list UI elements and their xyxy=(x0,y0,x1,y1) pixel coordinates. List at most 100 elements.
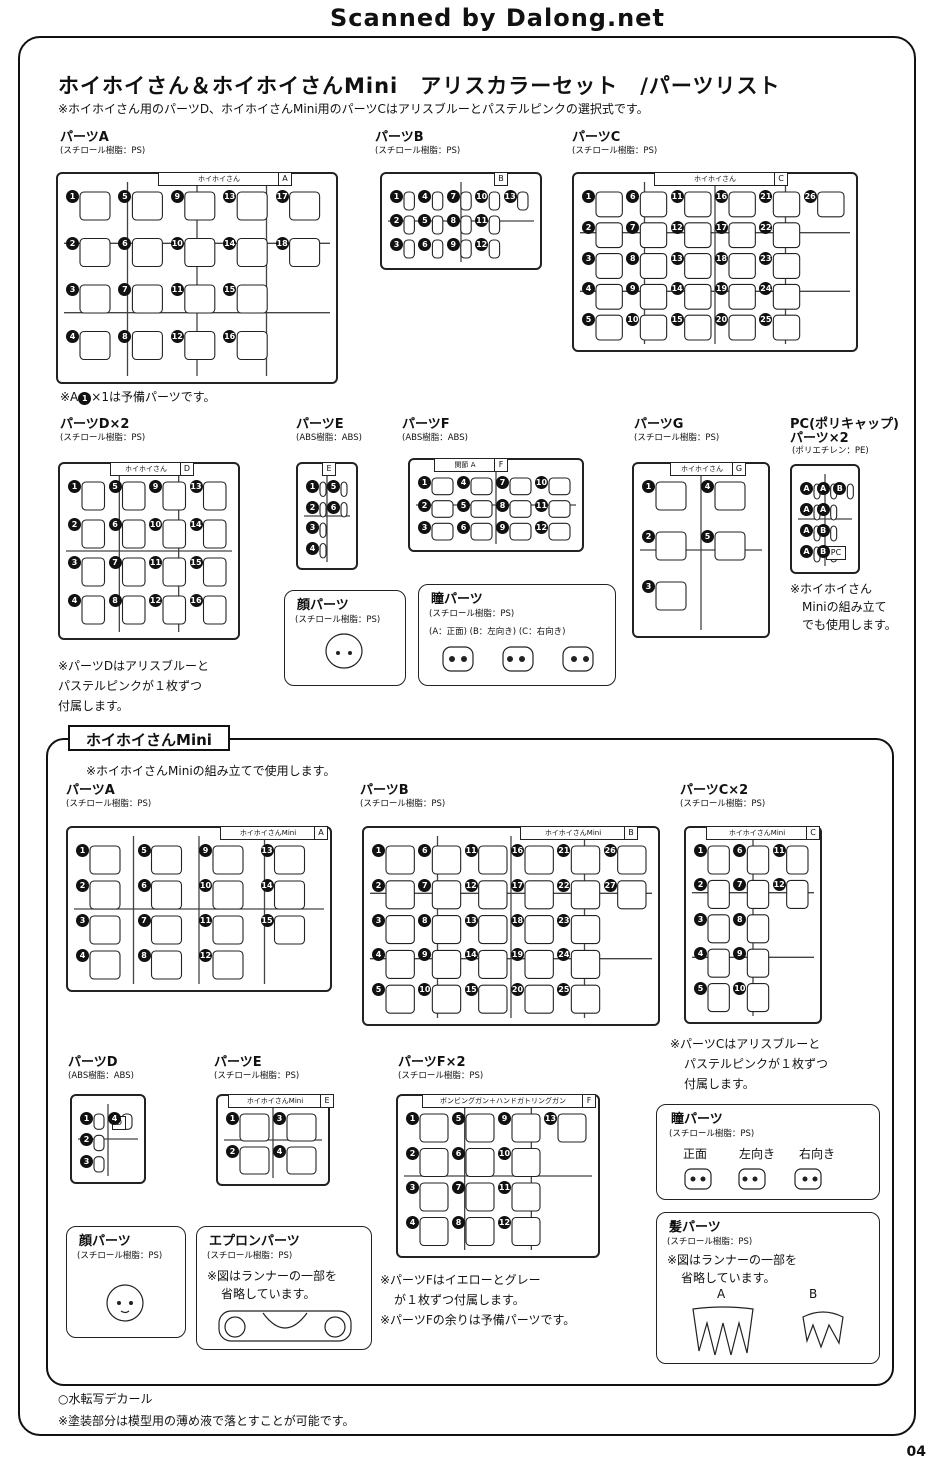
part-shape xyxy=(488,215,501,235)
part-number-marker: 18 xyxy=(511,913,524,927)
part-shape xyxy=(131,284,163,314)
part-shape xyxy=(340,501,348,518)
runner-sprues xyxy=(416,468,576,544)
part-shape xyxy=(273,845,306,875)
part-number-marker: 4 xyxy=(273,1145,286,1158)
part-shape xyxy=(517,191,529,211)
part-shape xyxy=(150,880,183,910)
part-number-marker: 1 xyxy=(306,480,319,493)
part-number-marker: 9 xyxy=(496,521,509,535)
part-shape xyxy=(817,191,845,218)
part-b-material: (スチロール樹脂：PS) xyxy=(375,146,461,156)
part-number-marker: 9 xyxy=(446,238,460,251)
part-shape xyxy=(465,1113,495,1143)
part-number-marker: 4 xyxy=(582,282,595,296)
part-number-marker: 5 xyxy=(582,313,595,327)
part-number-marker: 15 xyxy=(670,313,684,327)
part-shape xyxy=(403,239,415,259)
part-shape xyxy=(319,481,327,498)
part-shape xyxy=(524,915,554,945)
part-number-marker: A xyxy=(800,482,813,495)
part-shape xyxy=(202,481,227,511)
mini-apron-material: (スチロール樹脂：PS) xyxy=(207,1251,293,1261)
part-number-marker: 7 xyxy=(733,878,747,892)
runner-tag: ボンビングガン＋ハンドガトリングガン xyxy=(422,1094,584,1108)
runner-sprues xyxy=(64,182,330,376)
part-number-marker: 16 xyxy=(189,594,203,607)
runner-sprues xyxy=(66,472,232,632)
part-number-marker: 3 xyxy=(66,283,79,296)
part-shape xyxy=(707,845,730,875)
part-shape xyxy=(511,1113,541,1143)
part-number-marker: 1 xyxy=(418,476,431,489)
part-number-marker: 13 xyxy=(260,844,274,857)
part-shape xyxy=(403,215,415,235)
part-shape xyxy=(403,191,415,211)
mini-f-note-line-3: ※パーツFの余りは予備パーツです。 xyxy=(380,1313,576,1327)
part-number-marker: 4 xyxy=(68,594,81,607)
mini-c-color-note: ※パーツCはアリスブルーと パステルピンクが１枚ずつ 付属します。 xyxy=(670,1034,828,1094)
runner-letter: G xyxy=(732,462,746,476)
mini-part-c-material: (スチロール樹脂：PS) xyxy=(680,799,766,809)
part-shape xyxy=(728,222,756,249)
mini-pupil-caption-left: 左向き xyxy=(739,1147,776,1161)
part-shape xyxy=(431,522,454,541)
part-shape xyxy=(478,984,508,1014)
mini-part-d-material: (ABS樹脂：ABS) xyxy=(68,1071,134,1081)
part-shape xyxy=(81,481,106,511)
part-number-marker: A xyxy=(816,482,830,495)
part-shape xyxy=(150,845,183,875)
mini-part-f-material: (スチロール樹脂：PS) xyxy=(398,1071,484,1081)
part-shape xyxy=(570,880,601,910)
part-shape xyxy=(121,519,146,549)
part-shape xyxy=(746,879,770,909)
part-e-material: (ABS樹脂：ABS) xyxy=(296,433,362,443)
part-shape xyxy=(772,191,801,218)
decal-note: ○水転写デカール xyxy=(58,1392,153,1406)
part-shape xyxy=(212,880,244,910)
part-number-marker: 1 xyxy=(226,1112,239,1125)
part-number-marker: 9 xyxy=(418,948,432,962)
part-number-marker: 1 xyxy=(68,480,81,493)
part-number-marker: 18 xyxy=(715,251,728,265)
part-shape xyxy=(431,500,454,518)
part-number-marker: 5 xyxy=(701,530,714,543)
part-number-marker: 4 xyxy=(418,190,432,203)
runner-letter: E xyxy=(322,462,336,476)
part-shape xyxy=(772,283,801,310)
part-shape xyxy=(150,915,183,945)
part-shape xyxy=(289,237,321,268)
part-number-marker: 13 xyxy=(670,251,684,265)
runner-sprues xyxy=(388,182,534,262)
mini-part-a-material: (スチロール樹脂：PS) xyxy=(66,799,152,809)
part-pc-label: PC(ポリキャップ) xyxy=(790,417,899,432)
part-shape xyxy=(340,481,348,498)
part-shape xyxy=(465,1182,495,1212)
part-number-marker: 3 xyxy=(390,238,403,251)
part-number-marker: 4 xyxy=(457,476,470,489)
part-shape xyxy=(431,477,454,496)
part-number-marker: 15 xyxy=(189,556,203,569)
part-shape xyxy=(236,284,268,314)
runner-sprues xyxy=(692,836,814,1016)
part-number-marker: 12 xyxy=(772,878,786,892)
part-shape xyxy=(431,984,462,1014)
paint-note: ※塗装部分は模型用の薄め液で落とすことが可能です。 xyxy=(58,1414,355,1428)
part-shape xyxy=(236,330,268,361)
part-shape xyxy=(273,880,306,910)
part-shape xyxy=(830,525,838,542)
part-shape xyxy=(150,950,183,980)
part-number-marker: 10 xyxy=(733,981,747,995)
part-number-marker: 8 xyxy=(137,949,151,962)
face-parts-box: 顔パーツ (スチロール樹脂：PS) xyxy=(284,590,406,686)
part-number-marker: 10 xyxy=(199,879,212,892)
runner-tag: ホイホイさん xyxy=(158,172,280,186)
part-shape xyxy=(786,845,809,875)
part-shape xyxy=(431,915,462,945)
part-shape xyxy=(131,237,163,268)
part-number-marker: 6 xyxy=(457,521,470,535)
